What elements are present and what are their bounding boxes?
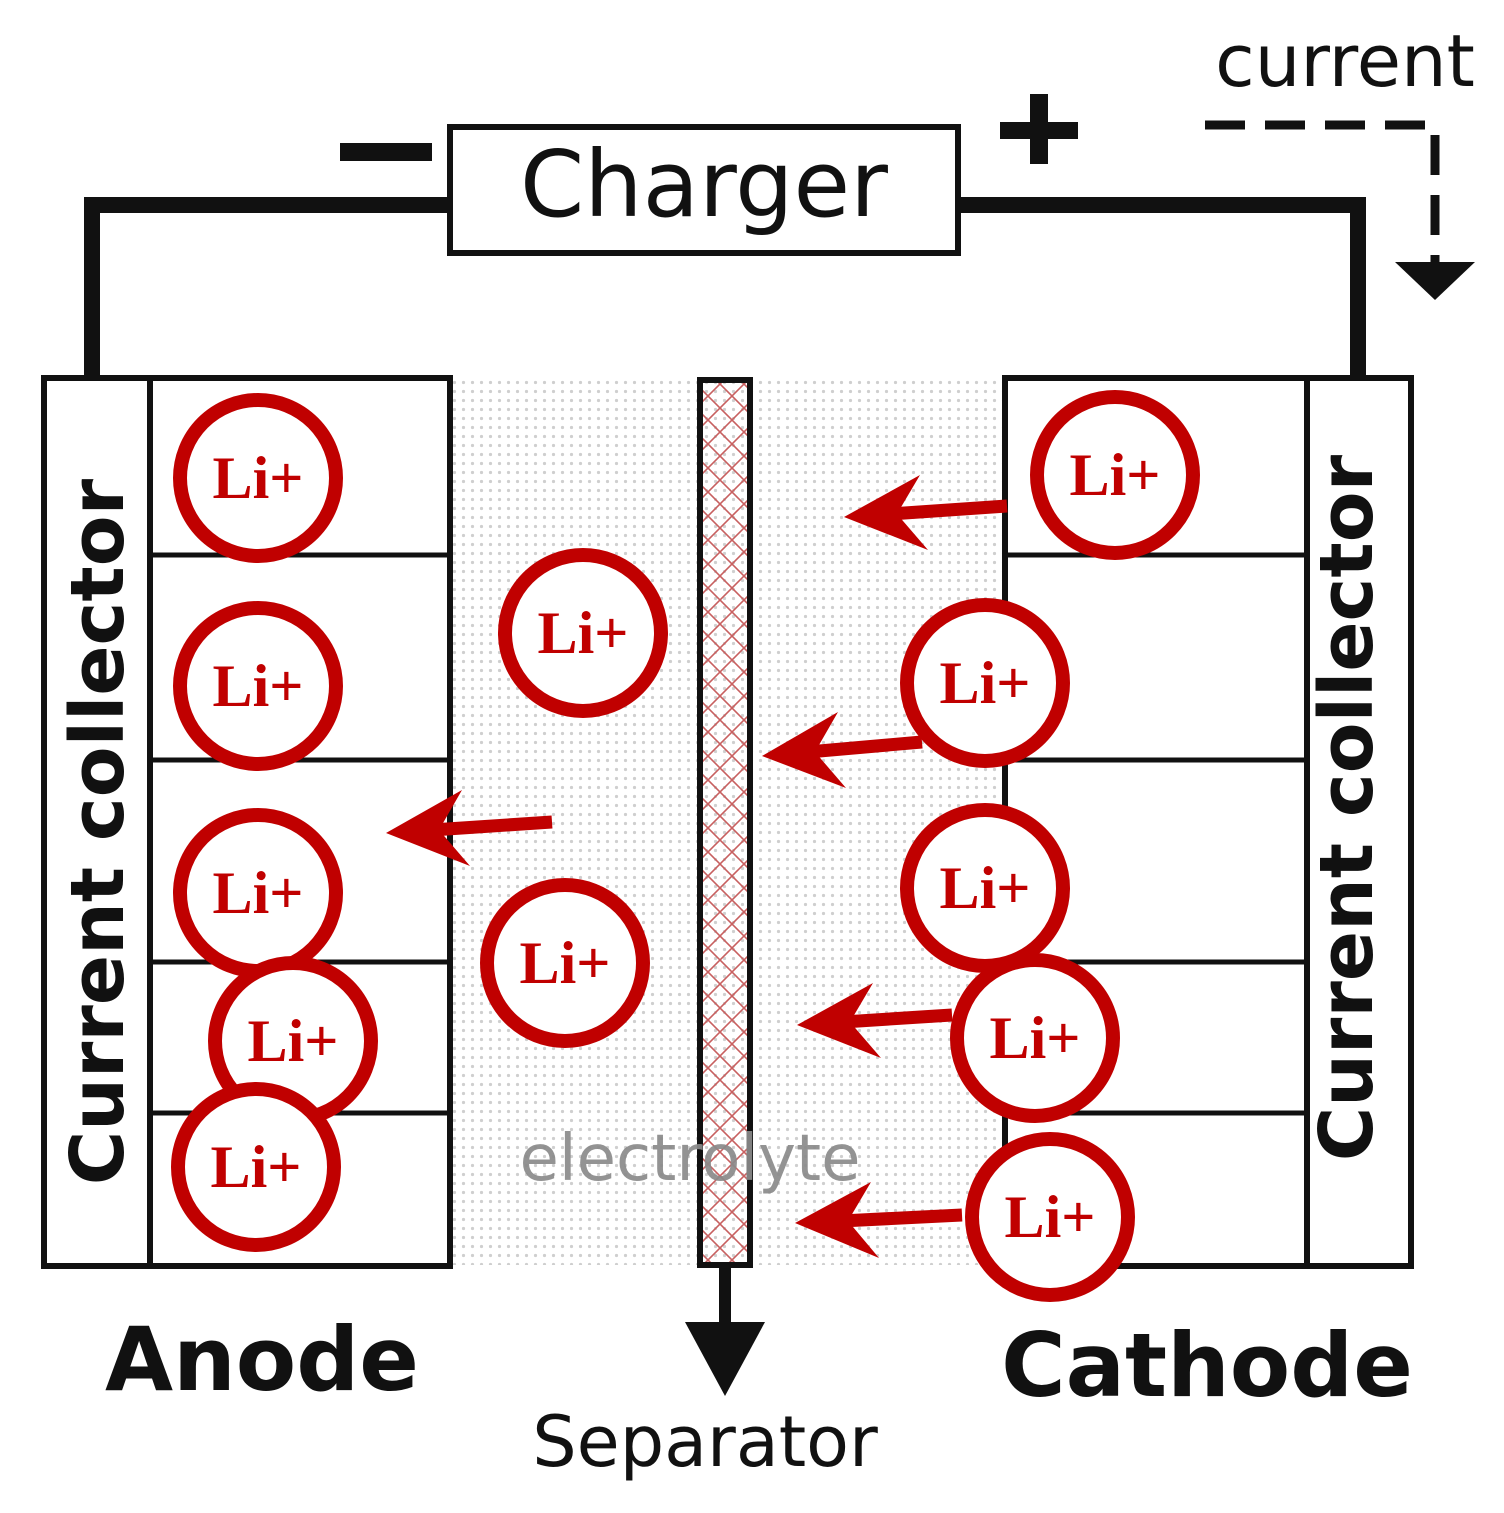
charger-box (447, 124, 961, 256)
charger-plus-sign (1000, 94, 1078, 164)
svg-text:Li+: Li+ (213, 860, 304, 926)
cathode-label: Cathode (1001, 1314, 1413, 1417)
li-ion: Li+ (498, 548, 668, 718)
charger-circuit (84, 197, 1366, 382)
separator-pointer-arrowhead (685, 1322, 765, 1396)
svg-text:Li+: Li+ (213, 445, 304, 511)
anode-ions: Li+ Li+ Li+ Li+ Li+ (171, 393, 378, 1252)
li-ion: Li+ (900, 598, 1070, 768)
li-ion: Li+ (900, 803, 1070, 973)
anode-collector-label: Current collector (55, 478, 141, 1185)
current-label: current (1215, 19, 1475, 103)
anode-label: Anode (105, 1308, 419, 1411)
ion-arrow (762, 712, 923, 788)
li-ion: Li+ (965, 1132, 1135, 1302)
ion-migration-arrows (386, 475, 1008, 1258)
svg-text:Li+: Li+ (1005, 1184, 1096, 1250)
charger-label: Charger (520, 131, 888, 238)
cathode-current-collector (1304, 375, 1414, 1269)
svg-text:Li+: Li+ (213, 653, 304, 719)
li-ion: Li+ (173, 601, 343, 771)
svg-text:Li+: Li+ (248, 1008, 339, 1074)
current-arrowhead (1395, 262, 1475, 300)
svg-text:Li+: Li+ (940, 650, 1031, 716)
current-dashed-path (1205, 120, 1440, 262)
cathode-wire (958, 197, 1366, 378)
ion-arrow (844, 475, 1008, 550)
separator-label: Separator (532, 1401, 878, 1483)
svg-text:Li+: Li+ (538, 600, 629, 666)
ion-arrow (797, 983, 953, 1058)
separator (697, 377, 753, 1268)
li-ion: Li+ (173, 393, 343, 563)
svg-text:Li+: Li+ (940, 855, 1031, 921)
li-ion: Li+ (171, 1082, 341, 1252)
li-ion: Li+ (950, 953, 1120, 1123)
svg-text:Li+: Li+ (990, 1005, 1081, 1071)
ion-arrow (795, 1182, 963, 1258)
li-ion: Li+ (1030, 390, 1200, 560)
charger-minus-sign (340, 143, 432, 161)
anode-wire (84, 197, 450, 382)
svg-text:Li+: Li+ (520, 930, 611, 996)
li-ion: Li+ (480, 878, 650, 1048)
electrolyte-label: electrolyte (520, 1122, 861, 1196)
cathode-ions: Li+ Li+ Li+ Li+ Li+ (900, 390, 1200, 1302)
ion-arrow (386, 790, 553, 866)
electrolyte-ions: Li+ Li+ (480, 548, 668, 1048)
cathode-collector-label: Current collector (1304, 454, 1390, 1161)
anode-current-collector (41, 375, 153, 1269)
li-ion: Li+ (173, 808, 343, 978)
svg-text:Li+: Li+ (1070, 442, 1161, 508)
svg-text:Li+: Li+ (211, 1134, 302, 1200)
